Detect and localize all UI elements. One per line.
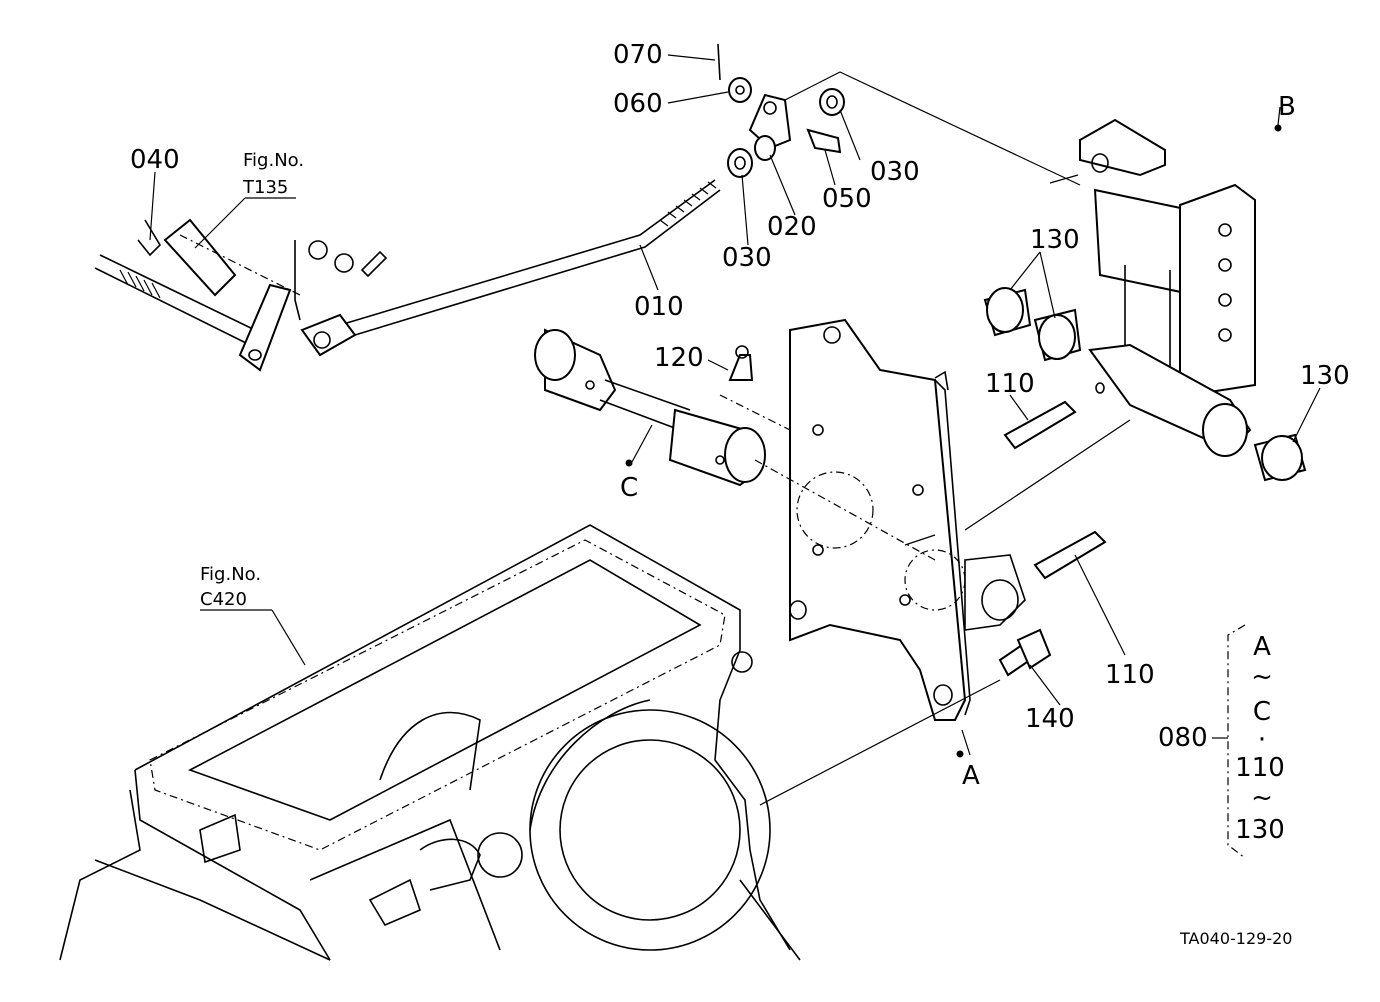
left-lever-assembly [94,218,388,372]
label-130-right: 130 [1300,361,1350,391]
kit-line-dot: · [1258,725,1266,755]
transmission-case [59,524,801,961]
leader-dots [625,124,1282,758]
kit-line-c: C [1253,697,1271,727]
grease-fitting [728,345,754,381]
reference-letters: B C A [620,92,1296,791]
kit-line-tilde-1: ~ [1251,662,1273,692]
letter-b: B [1278,92,1296,122]
label-030-lower: 030 [722,243,772,273]
drawing-code: TA040-129-20 [1179,929,1292,948]
mounting-plate [789,318,1026,721]
label-070: 070 [613,40,663,70]
kit-line-a: A [1253,632,1271,662]
pins-and-bolt [998,400,1107,677]
label-080: 080 [1158,723,1208,753]
leader-lines [149,54,1321,756]
letter-c: C [620,473,638,503]
label-010: 010 [634,292,684,322]
label-140: 140 [1025,704,1075,734]
fig-ref-c420-code: C420 [200,589,247,610]
kit-line-110: 110 [1235,753,1285,783]
lift-bracket [1079,118,1256,457]
label-030-upper: 030 [870,157,920,187]
label-110-lower: 110 [1105,660,1155,690]
clevis-assembly [717,43,845,178]
fig-ref-c420-title: Fig.No. [200,564,261,585]
label-060: 060 [613,89,663,119]
fig-ref-t135-code: T135 [242,177,288,198]
part-labels: 070 060 030 050 020 030 010 040 120 130 … [130,40,1350,753]
kit-line-tilde-2: ~ [1251,783,1273,813]
kit-line-130: 130 [1235,815,1285,845]
label-120: 120 [654,343,704,373]
letter-a: A [962,761,980,791]
pivot-shaft [534,328,936,561]
kit-bracket: A ~ C · 110 ~ 130 [1212,624,1285,859]
fig-ref-t135-title: Fig.No. [243,150,304,171]
label-020: 020 [767,212,817,242]
label-110-upper: 110 [985,369,1035,399]
label-130-top: 130 [1030,225,1080,255]
figure-references: Fig.No. T135 Fig.No. C420 [200,150,304,610]
label-050: 050 [822,184,872,214]
linkage-rod [300,179,721,357]
construction-lines [759,71,1131,806]
label-040: 040 [130,145,180,175]
bushings [983,287,1307,482]
